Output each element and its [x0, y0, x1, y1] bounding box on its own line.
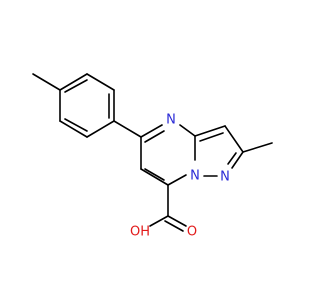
- bond-c3-c2: [224, 125, 244, 153]
- bond-c7-c6: [140, 168, 169, 186]
- bond-biaryl: [113, 120, 142, 138]
- bond-c2-methyl: [242, 142, 273, 153]
- bonds: [32, 73, 273, 232]
- bond-c3a-c3-inner: [199, 132, 224, 142]
- atom-hydroxyl-label: OH: [130, 225, 150, 240]
- bond-cacid-o-double-b: [164, 220, 184, 232]
- bond-c2-n1: [231, 151, 244, 169]
- bond-cacid-o-double-a: [167, 215, 187, 227]
- atom-n4-label: N: [166, 113, 176, 128]
- atom-labels: N N N O OH: [130, 113, 230, 240]
- bond-ring-a1-inner: [64, 79, 88, 93]
- bond-ring-a2: [86, 73, 115, 91]
- bond-ring-a4: [86, 120, 115, 138]
- bond-c3a-c3: [194, 125, 226, 137]
- bond-ring-a5: [59, 120, 88, 138]
- atom-n1-label: N: [220, 170, 230, 185]
- bond-c2-n1-inner: [227, 152, 237, 165]
- bond-c7-c6-inner: [144, 168, 165, 181]
- bond-ring-a1: [59, 73, 88, 91]
- bond-c5-n4-inner: [144, 130, 165, 143]
- bond-n4-c3a: [179, 124, 196, 137]
- atom-carbonyl-oxygen-label: O: [187, 225, 197, 240]
- bond-n7a-c7: [167, 174, 187, 186]
- bond-methyl-tolyl: [32, 73, 61, 91]
- molecule-structure-diagram: N N N O OH: [32, 73, 273, 240]
- bond-ring-a5-inner: [64, 118, 88, 132]
- bond-cacid-oh: [149, 215, 169, 227]
- atom-n7a-label: N: [190, 169, 200, 184]
- bond-c5-n4: [140, 124, 163, 138]
